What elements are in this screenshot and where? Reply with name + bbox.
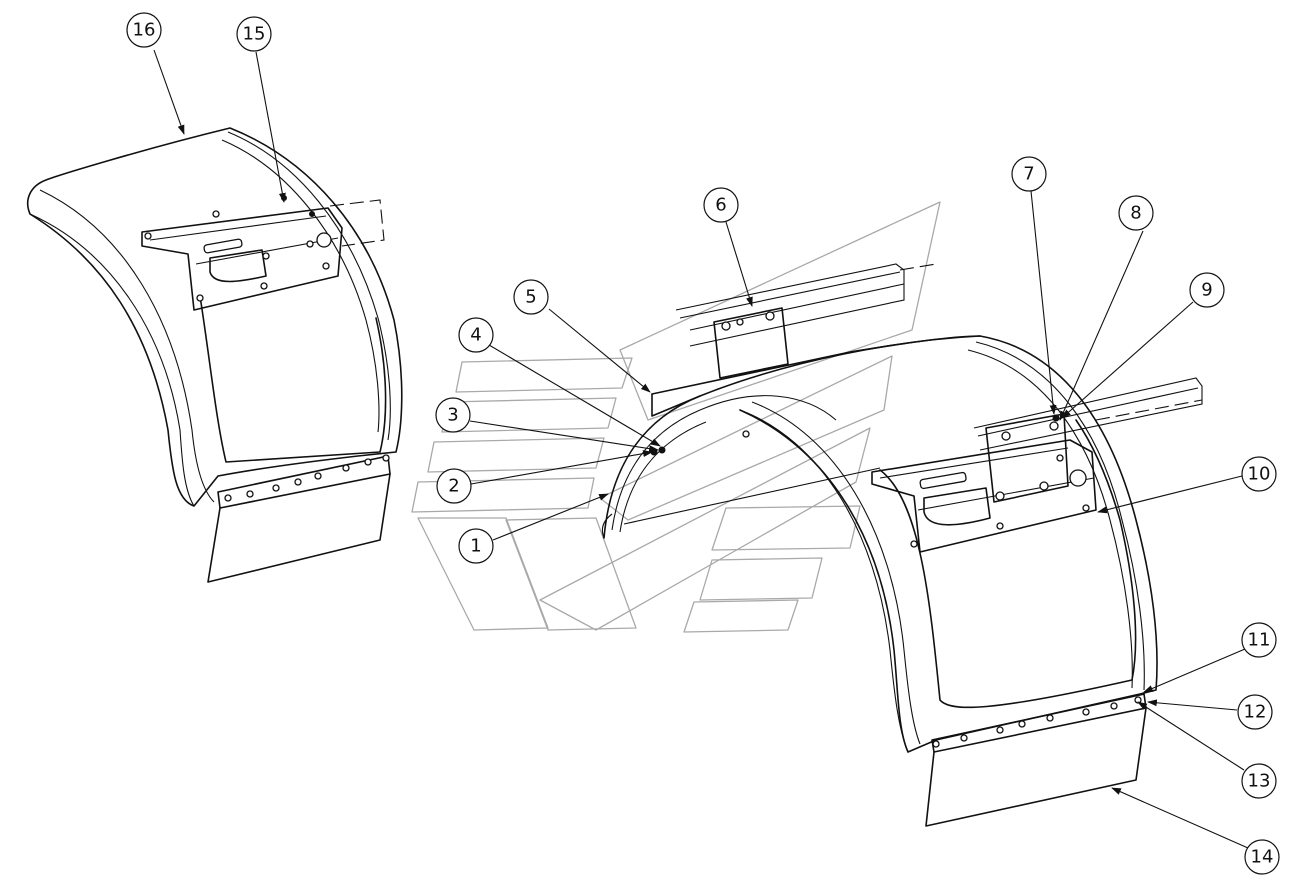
callout-3: 3 bbox=[435, 397, 471, 433]
right-fender bbox=[601, 263, 1203, 827]
callout-9: 9 bbox=[1189, 272, 1225, 308]
callout-label: 8 bbox=[1130, 203, 1141, 224]
callout-label: 16 bbox=[133, 20, 156, 41]
callout-label: 14 bbox=[1251, 847, 1274, 868]
watermark-logo bbox=[411, 201, 941, 633]
leader-lines bbox=[153, 49, 1249, 849]
callout-label: 13 bbox=[1248, 771, 1271, 792]
callout-5: 5 bbox=[513, 279, 549, 315]
callout-label: 1 bbox=[470, 536, 481, 557]
left-fender bbox=[26, 127, 403, 583]
callout-1: 1 bbox=[458, 528, 494, 564]
callout-2: 2 bbox=[436, 468, 472, 504]
callout-8: 8 bbox=[1118, 195, 1154, 231]
callout-7: 7 bbox=[1011, 156, 1047, 192]
callout-label: 6 bbox=[715, 195, 726, 216]
callout-16: 16 bbox=[126, 12, 162, 48]
callout-14: 14 bbox=[1244, 839, 1280, 875]
callout-label: 3 bbox=[447, 405, 458, 426]
callout-11: 11 bbox=[1241, 622, 1277, 658]
callout-6: 6 bbox=[703, 187, 739, 223]
callout-label: 7 bbox=[1023, 164, 1034, 185]
callout-label: 5 bbox=[525, 287, 536, 308]
callout-10: 10 bbox=[1241, 456, 1277, 492]
callout-label: 11 bbox=[1248, 630, 1271, 651]
callout-label: 4 bbox=[470, 325, 481, 346]
callout-label: 10 bbox=[1248, 464, 1271, 485]
callout-12: 12 bbox=[1237, 694, 1273, 730]
callout-15: 15 bbox=[236, 16, 272, 52]
callout-label: 2 bbox=[448, 476, 459, 497]
callout-13: 13 bbox=[1241, 763, 1277, 799]
callout-4: 4 bbox=[458, 317, 494, 353]
callout-label: 9 bbox=[1201, 280, 1212, 301]
callout-label: 15 bbox=[243, 24, 266, 45]
callout-label: 12 bbox=[1244, 702, 1267, 723]
